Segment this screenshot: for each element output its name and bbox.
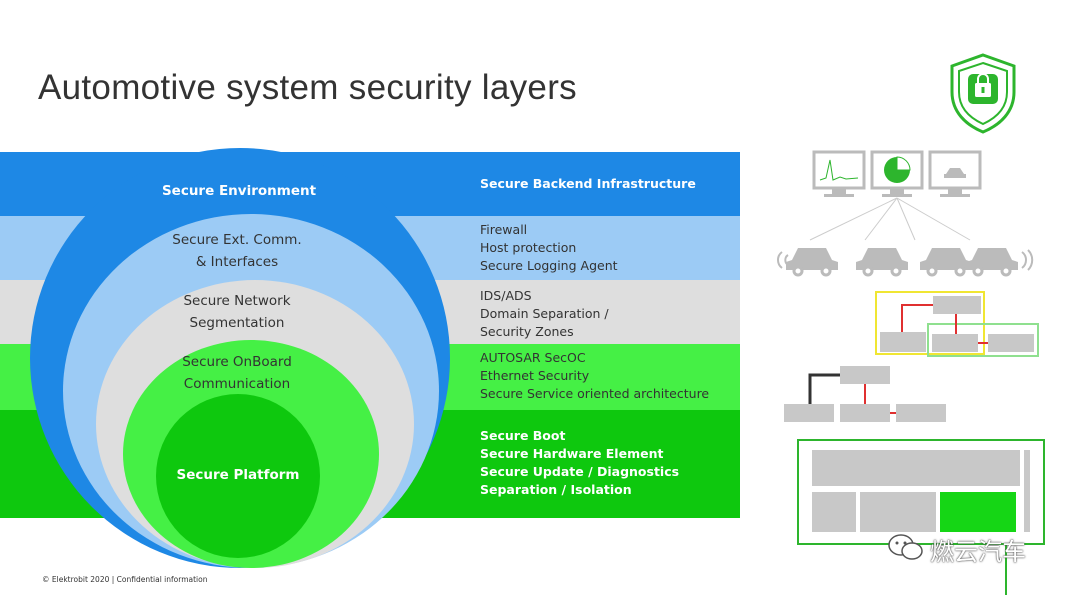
footer-text: © Elektrobit 2020 | Confidential informa… — [42, 575, 208, 584]
layer-item: AUTOSAR SecOC — [480, 350, 586, 365]
layer-item: Ethernet Security — [480, 368, 590, 383]
monitor-icon — [870, 150, 924, 197]
circle-label-line: Secure Platform — [176, 467, 300, 483]
layer-items-secure-platform: Secure Boot Secure Hardware Element Secu… — [480, 427, 679, 499]
layer-item: Secure Update / Diagnostics — [480, 464, 680, 479]
layer-item: Secure Backend Infrastructure — [480, 176, 696, 191]
layer-item: Firewall — [480, 222, 528, 237]
layer-item: Host protection — [480, 240, 577, 255]
illustrations-panel — [777, 150, 1045, 595]
layer-item: Secure Boot — [480, 428, 566, 443]
layer-item: Security Zones — [480, 324, 574, 339]
layer-items-secure-network: IDS/ADS Domain Separation / Security Zon… — [480, 287, 609, 341]
circle-label-line: & Interfaces — [195, 254, 279, 270]
circle-secure-platform — [156, 394, 320, 558]
layer-item: Separation / Isolation — [480, 482, 632, 497]
car-icon — [786, 248, 838, 277]
car-icon — [920, 248, 972, 277]
circle-label-secure-ext-comm: Secure Ext. Comm. & Interfaces — [127, 229, 347, 273]
circle-label-line: Secure OnBoard — [182, 354, 292, 370]
shield-lock-icon — [950, 53, 1016, 134]
circle-label-secure-platform: Secure Platform — [128, 464, 348, 486]
watermark-text: 燃云汽车 — [930, 538, 1026, 566]
layer-item: Secure Logging Agent — [480, 258, 618, 273]
wechat-icon — [888, 534, 923, 560]
layer-item: Secure Service oriented architecture — [480, 386, 710, 401]
circle-label-line: Secure Environment — [161, 183, 317, 199]
page-title: Automotive system security layers — [38, 68, 577, 107]
monitor-icon — [812, 150, 866, 197]
circle-label-secure-onboard: Secure OnBoard Communication — [127, 351, 347, 395]
circle-label-secure-network: Secure Network Segmentation — [127, 290, 347, 334]
circle-label-line: Secure Network — [183, 293, 291, 309]
layer-item: Domain Separation / — [480, 306, 609, 321]
layer-items-secure-onboard: AUTOSAR SecOC Ethernet Security Secure S… — [480, 349, 709, 403]
monitor-icon — [928, 150, 982, 197]
car-icon — [856, 248, 908, 277]
circle-label-line: Segmentation — [189, 315, 285, 331]
circle-label-line: Communication — [183, 376, 291, 392]
layer-items-secure-environment: Secure Backend Infrastructure — [480, 175, 696, 193]
layer-items-secure-ext-comm: Firewall Host protection Secure Logging … — [480, 221, 618, 275]
circle-label-line: Secure Ext. Comm. — [172, 232, 302, 248]
layer-item: IDS/ADS — [480, 288, 532, 303]
layer-item: Secure Hardware Element — [480, 446, 664, 461]
circle-label-secure-environment: Secure Environment — [129, 180, 349, 202]
car-icon — [966, 248, 1018, 277]
